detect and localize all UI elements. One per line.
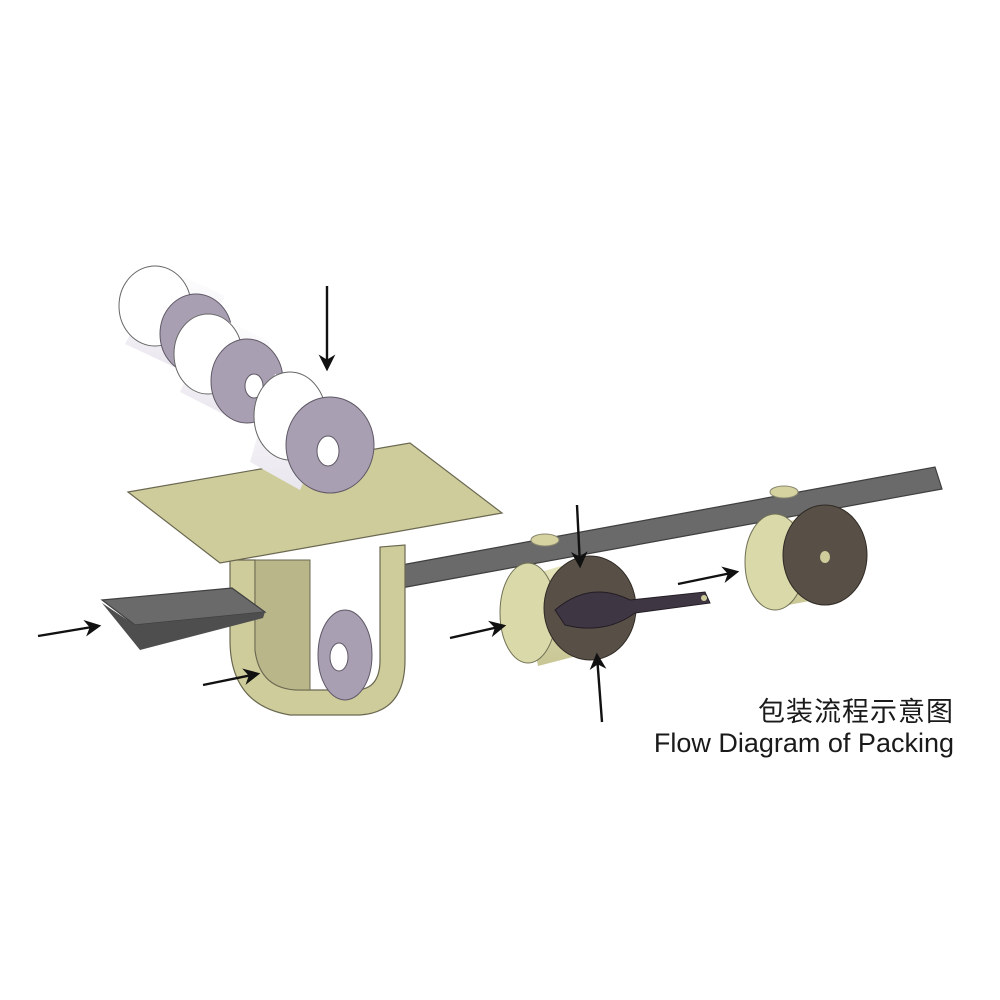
entry-plate <box>100 587 267 650</box>
wrapper-arm <box>554 591 711 629</box>
roll-in-wrap <box>317 609 373 701</box>
wrapping-station <box>499 555 711 666</box>
arrow-right-wrap-icon <box>449 620 507 640</box>
arrow-down-wrapper-icon <box>570 504 588 569</box>
arrow-up-wrapper-icon <box>589 652 607 723</box>
finished-roll <box>744 504 868 611</box>
u-film-wrap <box>229 544 406 716</box>
arrow-right-output-icon <box>677 566 740 586</box>
caption-chinese: 包装流程示意图 <box>758 697 954 728</box>
flow-arrows <box>37 286 740 723</box>
tissue-roll-stack-icon <box>118 265 375 494</box>
arrow-right-film-icon <box>202 668 261 687</box>
arrow-right-entry-icon <box>37 619 102 638</box>
caption-english: Flow Diagram of Packing <box>653 728 954 758</box>
